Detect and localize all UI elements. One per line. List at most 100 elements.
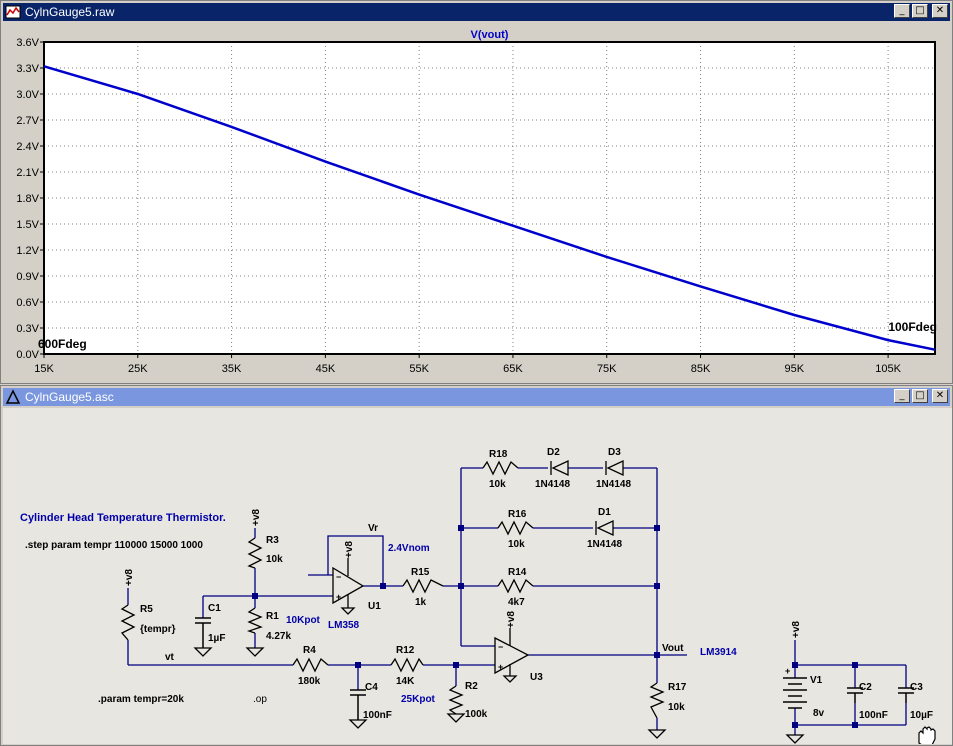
lm3914-label: LM3914	[700, 647, 737, 658]
ground-icon	[502, 675, 518, 683]
resistors	[120, 460, 665, 719]
maximize-button[interactable]: □	[912, 4, 928, 18]
r1-value: 4.27k	[266, 631, 291, 642]
net-label-vr: Vr	[368, 523, 378, 534]
y-tick-label: 2.7V	[16, 115, 39, 127]
r4-value: 180k	[298, 676, 321, 687]
d1-value: 1N4148	[587, 539, 622, 550]
r17-symbol	[649, 682, 665, 719]
u1-supply-label: +v8	[344, 541, 355, 558]
y-tick-label: 2.4V	[16, 141, 39, 153]
r2-name: R2	[465, 681, 478, 692]
d1-name: D1	[598, 507, 611, 518]
maximize-button[interactable]: □	[912, 389, 928, 403]
y-tick-label: 1.8V	[16, 193, 39, 205]
ground-icon	[193, 647, 213, 657]
c1-name: C1	[208, 603, 221, 614]
c1-value: 1µF	[208, 633, 225, 644]
lm358-label: LM358	[328, 620, 360, 631]
x-tick-label: 55K	[409, 363, 429, 375]
y-tick-label: 2.1V	[16, 167, 39, 179]
r5-symbol	[120, 604, 136, 641]
ground-icon	[348, 719, 368, 729]
y-tick-label: 0.3V	[16, 323, 39, 335]
r1-symbol	[246, 607, 263, 634]
x-tick-label: 65K	[503, 363, 523, 375]
v1-supply-label: +v8	[791, 621, 802, 638]
schematic-title-bar[interactable]: CylnGauge5.asc _ □ ✕	[3, 388, 950, 406]
annotation-100fdeg: 100Fdeg	[888, 320, 937, 334]
net-label-vnom: 2.4Vnom	[388, 543, 430, 554]
x-tick-label: 105K	[875, 363, 901, 375]
d1-symbol	[595, 519, 614, 537]
u1-opamp-symbol	[332, 566, 365, 605]
opamp-power-pins	[347, 558, 511, 676]
r15-symbol	[402, 578, 444, 594]
x-tick-label: 25K	[128, 363, 148, 375]
u3-opamp-symbol	[494, 636, 530, 675]
y-tick-label: 0.9V	[16, 271, 39, 283]
schematic-title: Cylinder Head Temperature Thermistor.	[20, 512, 226, 524]
u1-name: U1	[368, 601, 381, 612]
plot-title-bar[interactable]: CylnGauge5.raw _ □ ✕	[3, 3, 950, 21]
ground-icon	[647, 729, 667, 739]
v1-value: 8v	[813, 708, 825, 719]
r5-name: R5	[140, 604, 153, 615]
c3-name: C3	[910, 682, 923, 693]
schematic-icon	[5, 389, 21, 404]
d3-value: 1N4148	[596, 479, 631, 490]
d3-symbol	[605, 459, 624, 477]
trace-title: V(vout)	[471, 29, 509, 41]
r17-name: R17	[668, 682, 687, 693]
u1-plus-pin: +	[336, 592, 341, 602]
close-button[interactable]: ✕	[932, 4, 948, 18]
pot25k-label: 25Kpot	[401, 694, 436, 705]
c4-value: 100nF	[363, 710, 392, 721]
r14-symbol	[497, 578, 534, 594]
pot10k-label: 10Kpot	[286, 615, 321, 626]
ground-icon	[785, 734, 805, 744]
r15-value: 1k	[415, 597, 427, 608]
r16-symbol	[497, 520, 534, 536]
r18-symbol	[482, 460, 519, 476]
y-tick-label: 0.0V	[16, 349, 39, 361]
x-tick-label: 15K	[34, 363, 54, 375]
ground-symbols	[193, 607, 805, 744]
r12-symbol	[390, 657, 424, 673]
u3-name: U3	[530, 672, 543, 683]
minimize-button[interactable]: _	[894, 4, 910, 18]
u3-minus-pin: −	[498, 642, 503, 652]
c3-symbol	[898, 687, 914, 703]
x-tick-label: 45K	[316, 363, 336, 375]
x-tick-label: 95K	[785, 363, 805, 375]
y-tick-label: 1.5V	[16, 219, 39, 231]
u1-minus-pin: −	[336, 572, 341, 582]
c1-symbol	[195, 617, 211, 648]
close-button[interactable]: ✕	[932, 389, 948, 403]
r12-value: 14K	[396, 676, 415, 687]
r14-value: 4k7	[508, 597, 525, 608]
net-label-vout: Vout	[662, 643, 684, 654]
r15-name: R15	[411, 567, 430, 578]
ground-icon	[446, 713, 466, 723]
c3-value: 10µF	[910, 710, 933, 721]
r16-name: R16	[508, 509, 527, 520]
waveform-chart[interactable]: 0.0V0.3V0.6V0.9V1.2V1.5V1.8V2.1V2.4V2.7V…	[1, 23, 952, 383]
annotation-600fdeg: 600Fdeg	[38, 337, 87, 351]
x-tick-label: 35K	[222, 363, 242, 375]
c2-value: 100nF	[859, 710, 888, 721]
r3-supply-label: +v8	[251, 509, 262, 526]
schematic-canvas[interactable]: +v8 +v8 +v8 +v8 +v8 R3 10k R1 4.27k C1 1…	[3, 408, 952, 744]
u3-supply-label: +v8	[506, 611, 517, 628]
r14-name: R14	[508, 567, 527, 578]
c4-symbol	[350, 689, 366, 720]
minimize-button[interactable]: _	[894, 389, 910, 403]
r3-symbol	[247, 537, 263, 569]
y-tick-label: 3.6V	[16, 37, 39, 49]
schematic-window-title: CylnGauge5.asc	[25, 390, 114, 404]
r2-value: 100k	[465, 709, 488, 720]
plot-window-title: CylnGauge5.raw	[25, 5, 115, 19]
opamps	[332, 566, 530, 675]
op-directive: .op	[253, 694, 267, 705]
